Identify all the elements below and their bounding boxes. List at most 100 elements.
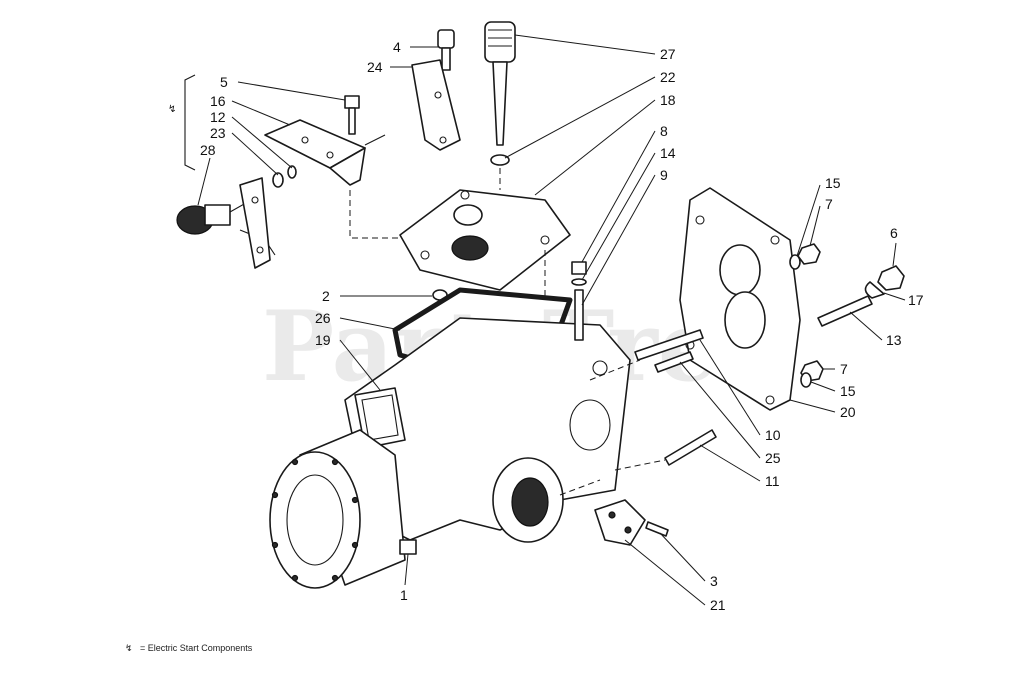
bolt-5-shank — [348, 107, 356, 135]
cover-bolt-hole — [420, 250, 430, 260]
drain-plug-1 — [399, 539, 417, 555]
leader-1 — [404, 553, 409, 586]
alignment-line — [614, 459, 666, 471]
callout-28: 28 — [200, 142, 216, 158]
washer-14 — [571, 278, 587, 286]
leader-11 — [699, 444, 761, 482]
stud-10 — [634, 329, 704, 361]
callout-16: 16 — [210, 93, 226, 109]
bracket-hole — [326, 151, 334, 159]
callout-5: 5 — [220, 74, 228, 90]
knob-grip — [488, 29, 512, 47]
callout-2: 2 — [322, 288, 330, 304]
bracket-flange — [329, 147, 366, 186]
leader-7a — [809, 205, 821, 247]
nut-8 — [571, 261, 587, 275]
alignment-line — [559, 479, 601, 496]
leader-26 — [339, 317, 401, 331]
callout-22: 22 — [660, 69, 676, 85]
callout-14: 14 — [660, 145, 676, 161]
electric-start-symbol: ↯ — [168, 104, 176, 115]
leader-14 — [581, 152, 656, 281]
solenoid-body — [204, 204, 231, 226]
leader-27 — [514, 34, 656, 55]
plate-hole — [624, 526, 632, 534]
electric-start-group: ↯ — [168, 74, 386, 269]
axle-flange — [269, 451, 361, 589]
leader-23 — [231, 132, 279, 176]
callout-4: 4 — [393, 39, 401, 55]
leader-lines — [197, 34, 906, 606]
callout-8: 8 — [660, 123, 668, 139]
axle-bore — [286, 474, 344, 566]
leader-15b — [810, 381, 836, 392]
leader-19 — [339, 339, 381, 391]
wire-lead — [364, 134, 386, 146]
callout-7-bottom: 7 — [840, 361, 848, 377]
top-cover-18 — [399, 189, 571, 291]
callout-23: 23 — [210, 125, 226, 141]
leader-17 — [883, 292, 906, 301]
dowel-25 — [654, 351, 694, 373]
callout-13: 13 — [886, 332, 902, 348]
bolt-5-head — [344, 95, 360, 109]
flange-hole — [351, 496, 359, 504]
callout-17: 17 — [908, 292, 924, 308]
side-cover-hole — [695, 215, 705, 225]
callout-3: 3 — [710, 573, 718, 589]
shift-bracket-24 — [411, 59, 461, 151]
leader-16 — [231, 100, 291, 126]
callout-20: 20 — [840, 404, 856, 420]
stud-11 — [664, 429, 717, 466]
bracket-24-hole — [434, 91, 442, 99]
stud-13 — [817, 295, 873, 327]
callout-1: 1 — [400, 587, 408, 603]
top-cover-group — [399, 189, 571, 291]
cover-boss — [453, 204, 483, 226]
leader-12 — [231, 116, 293, 169]
nut-7a — [797, 243, 821, 265]
side-bracket-hole — [251, 196, 259, 204]
side-bracket-hole — [256, 246, 264, 254]
housing-seal-seat — [569, 399, 611, 451]
leader-25 — [679, 361, 761, 459]
callout-24: 24 — [367, 59, 383, 75]
side-cover-hole — [770, 235, 780, 245]
main-housing-group — [269, 317, 631, 589]
lock-washer-17 — [864, 281, 885, 299]
screw-3 — [645, 521, 669, 537]
flange-hole — [291, 458, 299, 466]
leader-20 — [789, 399, 836, 413]
callout-19: 19 — [315, 332, 331, 348]
callout-12: 12 — [210, 109, 226, 125]
flange-hole — [351, 541, 359, 549]
side-bearing-bore — [511, 477, 549, 527]
flange-hole — [331, 574, 339, 582]
flange-hole — [271, 541, 279, 549]
footnote-symbol: ↯ — [125, 643, 133, 653]
cover-bearing-upper — [719, 244, 761, 296]
cover-opening — [451, 235, 489, 261]
cover-bearing-lower — [724, 291, 766, 349]
callout-25: 25 — [765, 450, 781, 466]
leader-13 — [849, 311, 883, 341]
callout-10: 10 — [765, 427, 781, 443]
footnote: ↯ = Electric Start Components — [125, 643, 253, 653]
bolt-4-shank — [441, 47, 451, 71]
flange-hole — [271, 491, 279, 499]
side-bracket — [239, 177, 271, 269]
callout-21: 21 — [710, 597, 726, 613]
leader-21 — [624, 539, 706, 606]
washer-15a — [789, 254, 801, 270]
seal-plate-21 — [594, 499, 646, 546]
nut-6 — [877, 265, 905, 291]
o-ring-22 — [490, 154, 510, 166]
callout-11: 11 — [765, 473, 780, 489]
leader-22 — [504, 76, 656, 159]
shift-rod — [492, 61, 508, 146]
callout-15-top: 15 — [825, 175, 841, 191]
leader-9 — [581, 174, 656, 306]
cover-bolt-hole — [460, 190, 470, 200]
leader-3 — [659, 532, 706, 582]
